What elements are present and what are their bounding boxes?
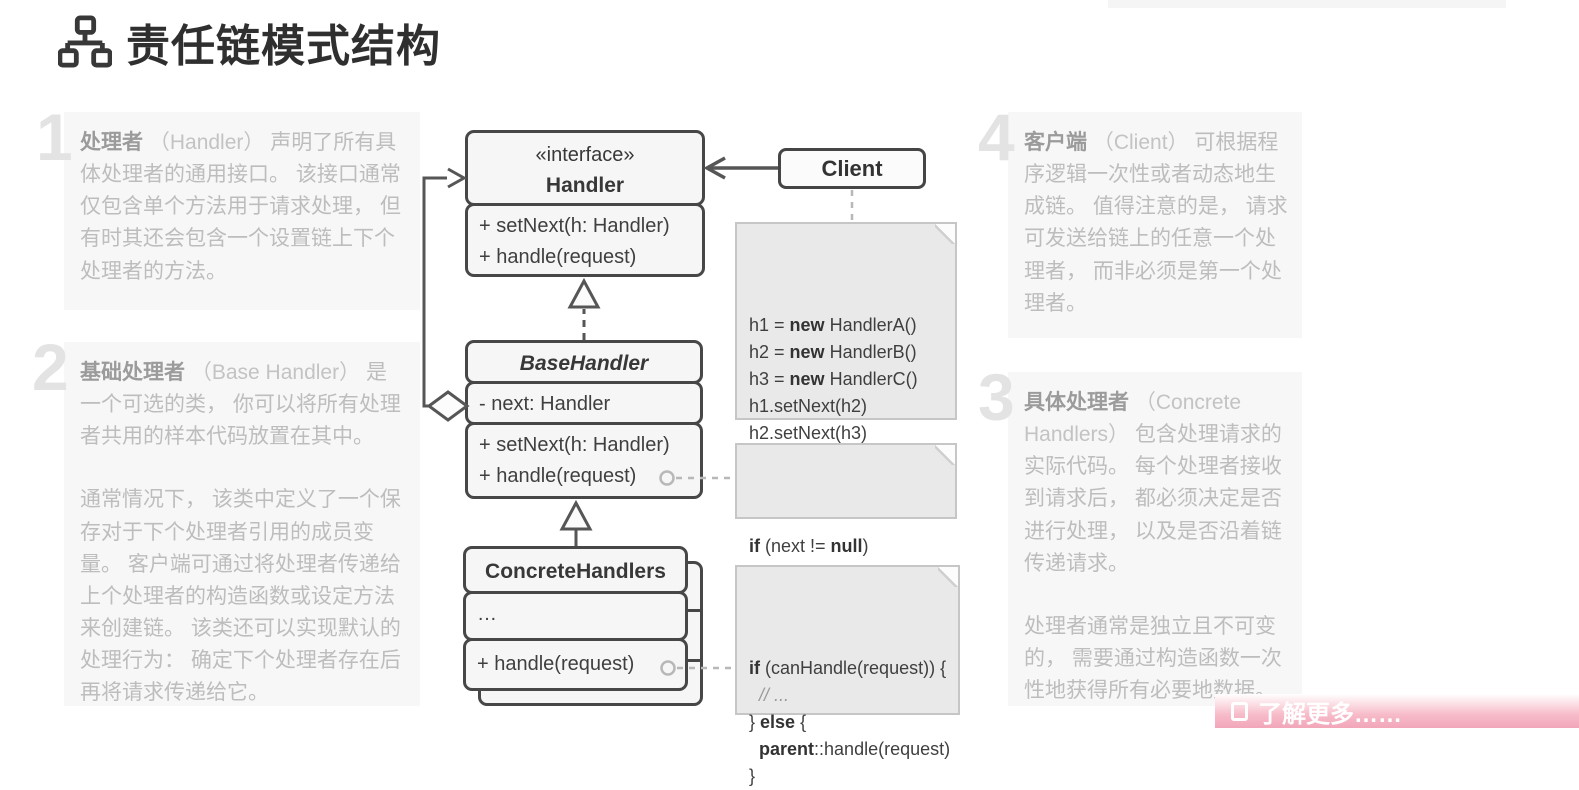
note-base-handle-code: if (next != null) next.handle(request) bbox=[735, 443, 957, 583]
learn-more-label: 了解更多…… bbox=[1258, 700, 1402, 728]
annotation-paren: （Base Handler） bbox=[190, 361, 361, 384]
note-fold bbox=[938, 567, 958, 587]
class-client: Client bbox=[778, 148, 926, 189]
note-concrete-handle-code: if (canHandle(request)) { // ...} else {… bbox=[735, 565, 960, 786]
annotation-base-handler: 基础处理者 （Base Handler） 是一个可选的类， 你可以将所有处理者共… bbox=[64, 342, 420, 706]
note-client-code: h1 = new HandlerA()h2 = new HandlerB()h3… bbox=[735, 222, 957, 497]
annotation-number-2: 2 bbox=[32, 330, 69, 404]
annotation-number-3: 3 bbox=[978, 360, 1015, 434]
annotation-text: 是一个可选的类， 你可以将所有处理者共用的样本代码放置在其中。 bbox=[80, 361, 401, 449]
annotation-paren: （Concrete Handlers） bbox=[1024, 391, 1242, 447]
annotation-term: 基础处理者 bbox=[80, 361, 185, 384]
annotation-client: 客户端 （Client） 可根据程序逻辑一次性或者动态地生成链。 值得注意的是，… bbox=[1008, 112, 1302, 338]
learn-more-icon bbox=[1231, 701, 1248, 721]
class-name: ConcreteHandlers bbox=[485, 560, 666, 583]
annotation-text: 声明了所有具体处理者的通用接口。 该接口通常仅包含单个方法用于请求处理， 但有时… bbox=[80, 131, 401, 283]
top-strip bbox=[1108, 0, 1506, 8]
note-fold bbox=[935, 445, 955, 465]
annotation-text-2: 通常情况下， 该类中定义了一个保存对于下个处理者引用的成员变量。 客户端可通过将… bbox=[80, 488, 401, 705]
annotation-text: 可根据程序逻辑一次性或者动态地生成链。 值得注意的是， 请求可发送给链上的任意一… bbox=[1024, 131, 1288, 315]
class-concrete-handlers: ConcreteHandlers … + handle(request) bbox=[463, 546, 688, 691]
annotation-paren: （Handler） bbox=[148, 131, 265, 154]
class-stereotype: «interface» bbox=[535, 144, 635, 166]
annotation-text-2: 处理者通常是独立且不可变的， 需要通过构造函数一次性地获得所有必要地数据。 bbox=[1024, 614, 1282, 702]
learn-more-banner[interactable]: 了解更多…… bbox=[1215, 694, 1579, 728]
annotation-paren: （Client） bbox=[1092, 131, 1189, 154]
class-method: + handle(request) bbox=[477, 653, 635, 675]
class-method: + handle(request) bbox=[479, 246, 637, 268]
annotation-concrete-handlers: 具体处理者 （Concrete Handlers） 包含处理请求的实际代码。 每… bbox=[1008, 372, 1302, 706]
hierarchy-icon bbox=[58, 15, 112, 69]
page: 责任链模式结构 1 处理者 （Handler） 声明了所有具体处理者的通用接口。… bbox=[32, 0, 1579, 786]
note-fold bbox=[935, 224, 955, 244]
class-base-handler: BaseHandler - next: Handler + setNext(h:… bbox=[465, 340, 703, 499]
class-field: … bbox=[477, 603, 497, 625]
class-handler-interface: «interface» Handler + setNext(h: Handler… bbox=[465, 130, 705, 277]
annotation-text: 包含处理请求的实际代码。 每个处理者接收到请求后， 都必须决定是否进行处理， 以… bbox=[1024, 423, 1282, 575]
annotation-term: 具体处理者 bbox=[1024, 391, 1129, 414]
annotation-term: 客户端 bbox=[1024, 131, 1087, 154]
class-method: + setNext(h: Handler) bbox=[479, 215, 670, 237]
class-name: Handler bbox=[545, 174, 625, 197]
annotation-number-4: 4 bbox=[978, 100, 1015, 174]
page-header: 责任链模式结构 bbox=[58, 10, 441, 74]
annotation-term: 处理者 bbox=[80, 131, 143, 154]
class-name: BaseHandler bbox=[519, 352, 649, 375]
page-title: 责任链模式结构 bbox=[126, 22, 441, 71]
class-method: + setNext(h: Handler) bbox=[479, 434, 670, 456]
annotation-number-1: 1 bbox=[36, 100, 73, 174]
class-field: - next: Handler bbox=[479, 393, 611, 415]
annotation-handler: 处理者 （Handler） 声明了所有具体处理者的通用接口。 该接口通常仅包含单… bbox=[64, 112, 420, 310]
class-method: + handle(request) bbox=[479, 465, 637, 487]
